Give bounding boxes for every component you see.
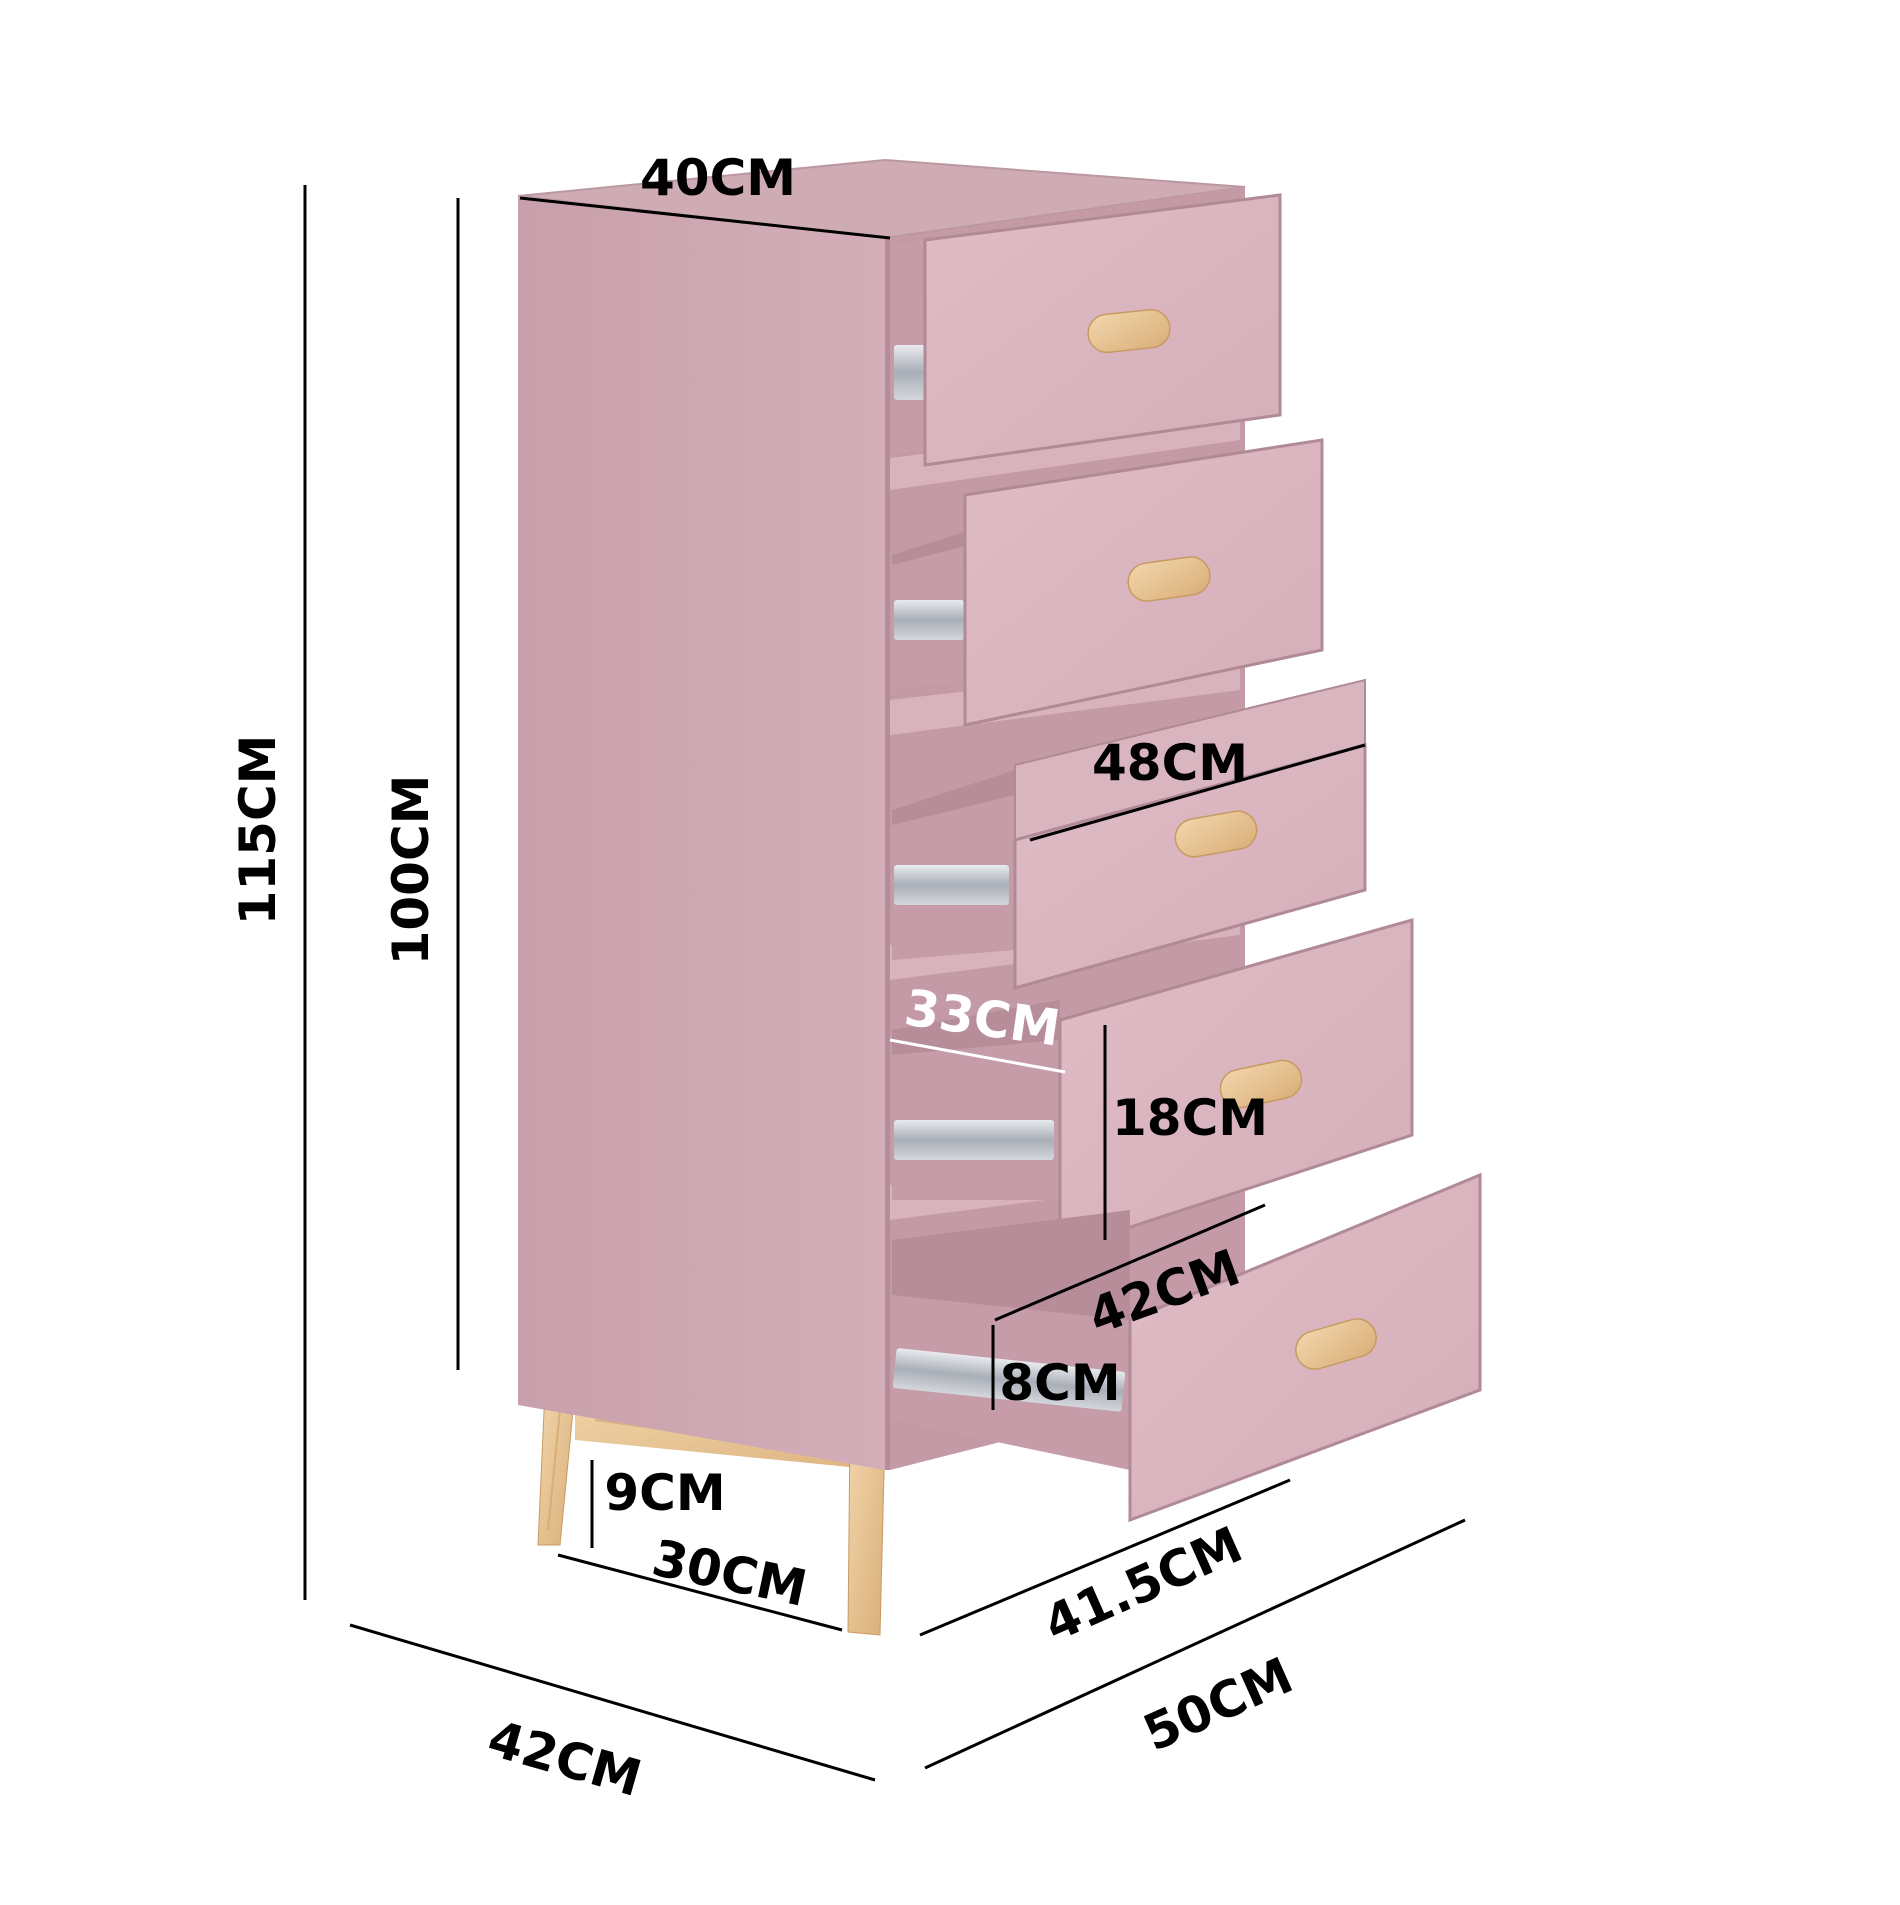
drawer-1[interactable]	[892, 193, 1282, 467]
overall-width-label: 42CM	[482, 1709, 648, 1808]
drawer-front-width-line	[1029, 743, 1366, 842]
drawer-5-rail	[892, 1348, 1126, 1412]
body-height-label: 100CM	[382, 775, 440, 966]
drawer-4-handle	[1219, 1059, 1303, 1109]
drawer-front-height-label: 18CM	[1112, 1089, 1268, 1147]
drawer-4-rail	[894, 1120, 1054, 1160]
leg-spread-line	[557, 1553, 843, 1632]
overall-depth-label: 50CM	[1135, 1646, 1301, 1762]
drawer-inner-depth-line	[889, 1038, 1066, 1074]
cabinet-side	[518, 196, 885, 1470]
leg-height-label: 9CM	[604, 1464, 725, 1522]
base-depth-line	[919, 1478, 1291, 1637]
drawer-1-rail	[894, 345, 928, 400]
drawer-5-handle	[1295, 1318, 1377, 1370]
drawer-4-inner	[892, 1000, 1060, 1055]
drawer-3-rail	[894, 865, 1009, 905]
drawer-2-inner	[892, 530, 970, 565]
drawer-5-inner	[892, 1210, 1130, 1320]
drawer-2-handle	[1127, 556, 1211, 602]
dimension-lines	[303, 185, 1466, 1782]
drawer-4[interactable]	[892, 918, 1414, 1253]
drawer-1-handle	[1087, 308, 1171, 354]
drawer-5[interactable]	[892, 1172, 1482, 1523]
drawer-inner-width-line	[994, 1203, 1266, 1322]
leg-spread-label: 30CM	[647, 1529, 812, 1618]
top-width-line	[519, 196, 891, 240]
cabinet-front-edge	[885, 238, 890, 1470]
overall-width-line	[349, 1623, 876, 1782]
drawer-side-height-label: 8CM	[999, 1354, 1120, 1412]
drawer-2-rail	[894, 600, 964, 640]
overall-depth-line	[924, 1518, 1466, 1770]
drawer-3-inner	[892, 770, 1015, 825]
drawer-front-width-label: 48CM	[1092, 734, 1248, 792]
drawer-2[interactable]	[892, 438, 1324, 727]
drawer-3-handle	[1174, 810, 1258, 858]
total-height-label: 115CM	[229, 735, 287, 926]
top-width-label: 40CM	[640, 149, 796, 207]
